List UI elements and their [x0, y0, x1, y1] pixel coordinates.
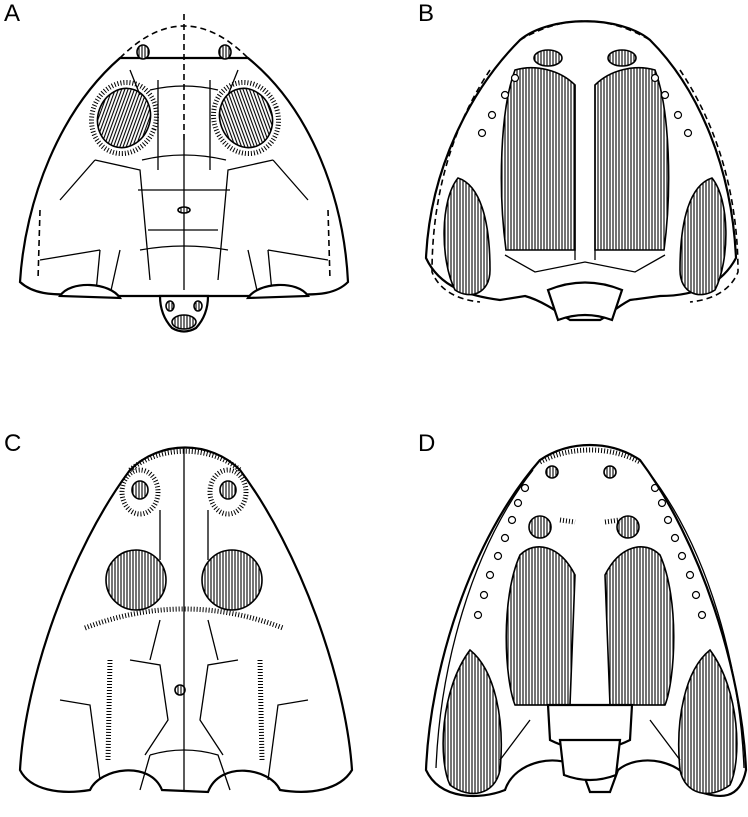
choana-right-b — [608, 50, 636, 66]
orbit-left-c — [106, 550, 166, 610]
panel-label-a: A — [4, 2, 20, 26]
naris-left-d — [546, 466, 558, 478]
naris-left-c — [132, 481, 148, 499]
skull-a — [20, 14, 348, 332]
orbit-right-c — [202, 550, 262, 610]
skull-d — [426, 445, 746, 796]
palatal-vacuity-right-d — [605, 547, 674, 705]
palatal-vacuity-left-b — [501, 68, 575, 250]
naris-right-d — [604, 466, 616, 478]
choana-right-d — [617, 516, 639, 538]
palatal-vacuity-left-d — [506, 547, 575, 705]
naris-left-a — [137, 45, 149, 59]
panel-label-c: C — [4, 432, 21, 456]
occipital-a — [172, 315, 196, 329]
pineal-a — [178, 207, 190, 213]
skull-c — [20, 448, 352, 793]
palatal-vacuity-right-b — [595, 68, 669, 250]
skull-b — [426, 21, 738, 320]
pineal-c — [175, 685, 185, 695]
panel-label-d: D — [418, 432, 435, 456]
choana-left-d — [529, 516, 551, 538]
panel-label-b: B — [418, 2, 434, 26]
naris-right-a — [219, 45, 231, 59]
naris-right-c — [220, 481, 236, 499]
choana-left-b — [534, 50, 562, 66]
